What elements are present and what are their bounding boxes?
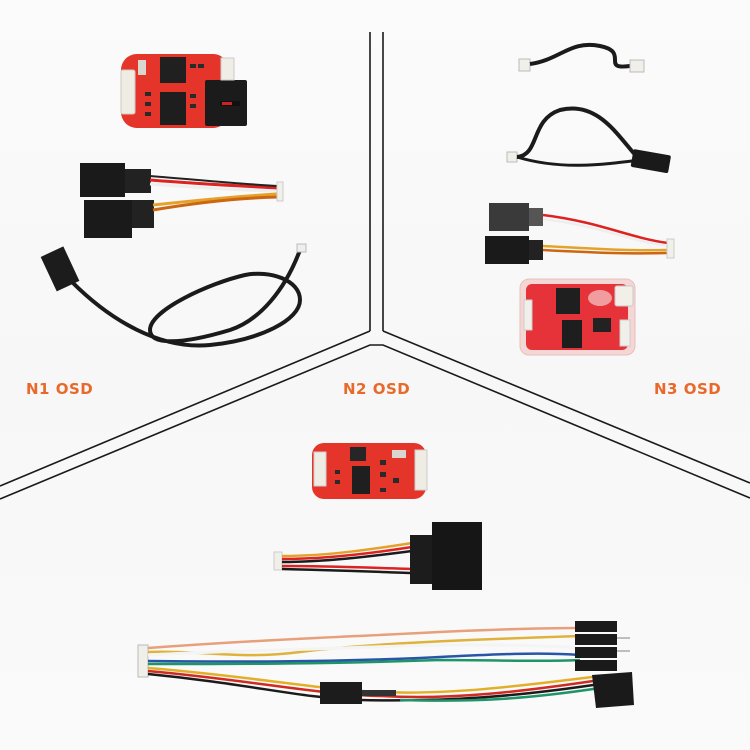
n3-osd-board (519, 278, 636, 356)
n2-osd-label: N2 OSD (343, 380, 410, 398)
section-dividers (0, 32, 750, 500)
n2-multicolor-harness (137, 621, 634, 708)
n2-osd-label-text: N2 OSD (343, 380, 411, 398)
n1-osd-label: N1 OSD (26, 380, 93, 398)
n3-osd-label: N3 OSD (654, 380, 721, 398)
n1-osd-board (120, 54, 247, 128)
n3-short-black-cable (518, 42, 645, 73)
n3-black-cable-with-plug (506, 106, 671, 174)
n1-osd-label-text: N1 OSD (26, 380, 94, 398)
n1-y-servo-cable (80, 163, 284, 238)
n3-osd-label-text: N3 OSD (654, 380, 722, 398)
n1-black-cable (40, 243, 307, 348)
n2-osd-board (312, 443, 428, 499)
n3-y-servo-cable (485, 203, 675, 264)
n2-y-servo-cable (273, 522, 482, 590)
